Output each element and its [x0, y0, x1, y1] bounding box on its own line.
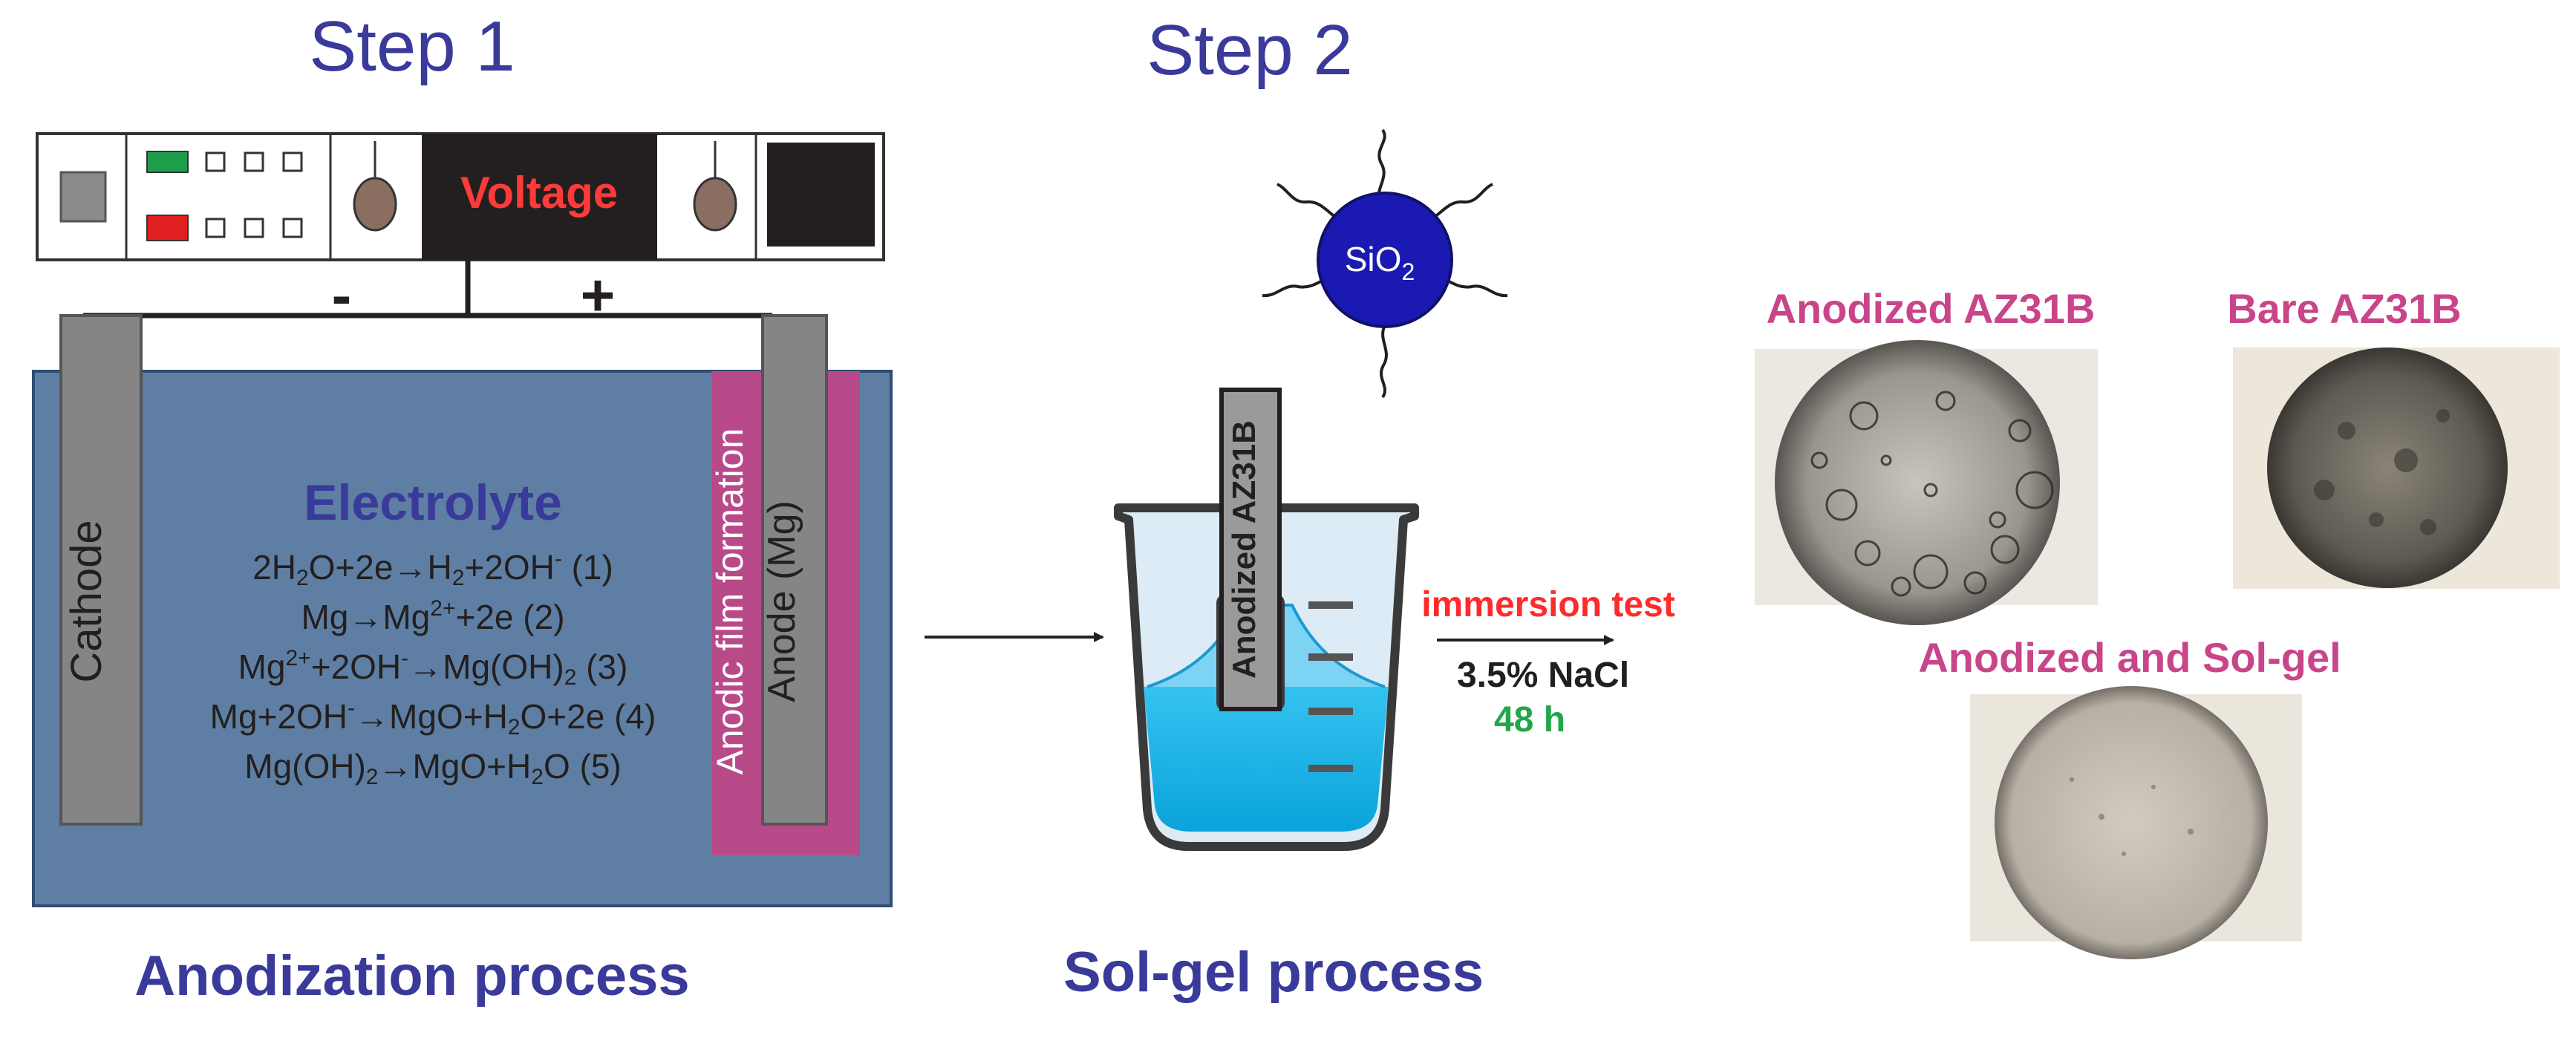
minus-terminal: - [332, 262, 352, 328]
cathode-label: Cathode [62, 520, 111, 682]
green-indicator-icon [146, 151, 189, 173]
anode-electrode [761, 314, 828, 826]
immersion-test-label: immersion test [1421, 585, 1675, 624]
power-supply: Voltage [36, 132, 885, 261]
plus-terminal: + [581, 262, 616, 328]
reaction-3: Mg2++2OH-→Mg(OH)2 (3) [238, 646, 628, 690]
bare-sample-photo [2233, 347, 2560, 589]
bare-result-label: Bare AZ31B [2227, 285, 2461, 332]
anode-label: Anode (Mg) [760, 500, 803, 702]
anodic-film-label: Anodic film formation [709, 428, 751, 775]
step2-title: Step 2 [1147, 10, 1353, 90]
solgel-result-label: Anodized and Sol-gel [1918, 634, 2341, 681]
cathode-electrode [59, 314, 143, 826]
step1-title: Step 1 [309, 7, 515, 86]
anodized-sample: Anodized AZ31B [1216, 388, 1285, 711]
sample-label: Anodized AZ31B [1226, 420, 1262, 679]
anodized-result-label: Anodized AZ31B [1767, 285, 2096, 332]
anodized-sample-photo [1755, 340, 2098, 625]
reaction-5: Mg(OH)2→MgO+H2O (5) [244, 747, 621, 789]
step2-caption: Sol-gel process [1063, 941, 1484, 1004]
voltage-display [422, 134, 657, 260]
reaction-equations: 2H2O+2e→H2+2OH- (1) Mg→Mg2++2e (2) Mg2++… [210, 546, 656, 789]
left-knob-icon [353, 177, 397, 232]
sio2-sphere-icon [1317, 192, 1453, 328]
solgel-sample-photo [1970, 686, 2302, 959]
right-knob-icon [693, 177, 737, 232]
electrolyte-title: Electrolyte [304, 474, 562, 531]
voltage-label: Voltage [460, 168, 618, 218]
step1-caption: Anodization process [134, 944, 689, 1008]
output-panel-icon [767, 143, 875, 247]
solution-label: 3.5% NaCl [1457, 656, 1629, 695]
power-switch-icon [59, 171, 107, 223]
reaction-4: Mg+2OH-→MgO+H2O+2e (4) [210, 696, 656, 740]
circuit-wires [83, 260, 772, 319]
duration-label: 48 h [1494, 700, 1565, 740]
red-indicator-icon [146, 215, 189, 241]
reaction-1: 2H2O+2e→H2+2OH- (1) [252, 546, 613, 590]
sio2-nanoparticle: SiO2 [1262, 128, 1508, 399]
